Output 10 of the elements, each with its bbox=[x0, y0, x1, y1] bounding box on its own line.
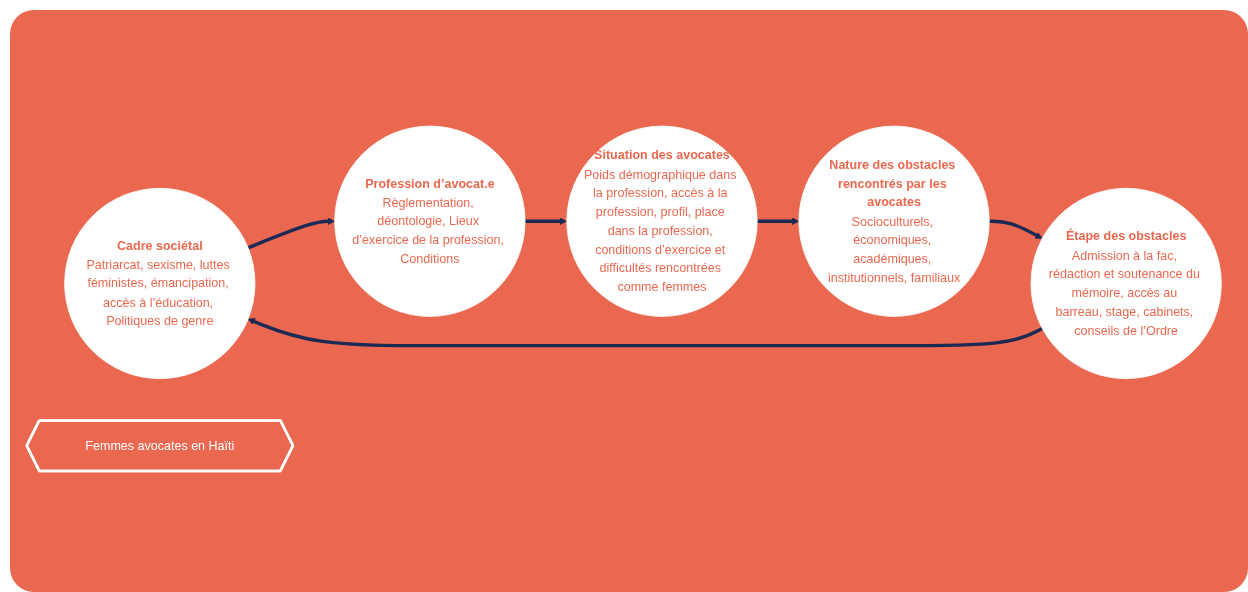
node-circle: Étape des obstacles Admission à la fac, rédaction et soutenance du mémoire, accès au barreau, stage, cabinets, conseils de l’Ordre bbox=[1030, 187, 1222, 380]
arrow bbox=[757, 217, 800, 225]
node-circle: Cadre sociétal Patriarcat, sexisme, luttes féministes, émancipation, accès à l’éducation, Politiques de genre bbox=[64, 187, 256, 380]
arrow bbox=[247, 217, 336, 250]
node-circle: Profession d’avocat.e Règlementation, déontologie, Lieux d’exercice de la profession, Conditions bbox=[334, 125, 526, 317]
node-circle: Situation des avocates Poids démographique dans la profession, accès à la profession, profil, place dans la profession, conditions d’exercice et difficultés rencontrées comme femmes bbox=[566, 125, 758, 317]
arrow bbox=[247, 318, 1044, 348]
node-circle: Nature des obstacles rencontrés par les avocates Socioculturels, économiques, académiques, institutionnels, familiaux bbox=[798, 125, 990, 317]
arrow bbox=[525, 217, 568, 225]
arrow bbox=[989, 219, 1043, 239]
